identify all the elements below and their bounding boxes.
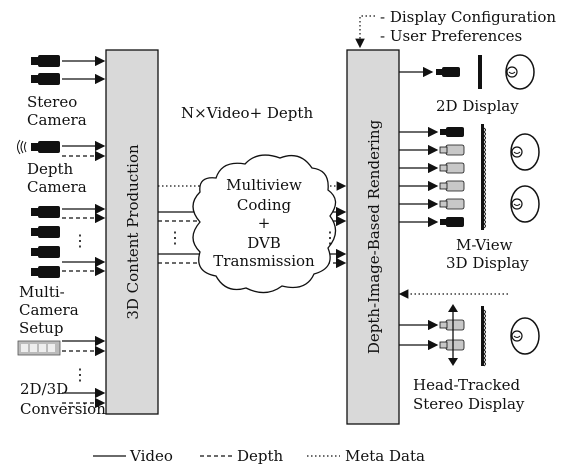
updown-arrow-icon <box>448 304 458 366</box>
depth-camera-icon <box>17 139 60 155</box>
depth-label-1: Depth <box>27 160 74 178</box>
cloud-label-2: Coding <box>237 196 292 214</box>
multi-camera-icon <box>31 206 60 278</box>
viewer-head-icon-mview-2 <box>510 185 540 223</box>
transmission-cloud <box>192 154 337 294</box>
mview-label-1: M-View <box>456 236 513 254</box>
mview-camera-icons <box>439 127 465 227</box>
legend-depth-label: Depth <box>237 447 284 465</box>
head-tracked-label-2: Stereo Display <box>413 395 525 413</box>
stereo-camera-icon <box>31 55 60 85</box>
transport-label: N×Video+ Depth <box>181 104 313 122</box>
legend-video-label: Video <box>129 447 173 465</box>
left-link-ellipsis: ⋮ <box>167 228 183 247</box>
multi-ellipsis: ⋮ <box>72 231 88 250</box>
cloud-label-3: + <box>258 214 271 232</box>
viewer-head-icon-tracked <box>510 317 540 355</box>
multi-label-1: Multi- <box>19 283 65 301</box>
stereo-label-1: Stereo <box>27 93 77 111</box>
head-tracked-label-1: Head-Tracked <box>413 376 521 394</box>
head-tracked-screen <box>481 306 486 367</box>
conversion-ellipsis: ⋮ <box>72 365 88 384</box>
config-item-1: - Display Configuration <box>380 8 556 26</box>
display-2d-screen <box>478 55 482 89</box>
cloud-label-4: DVB <box>247 234 281 252</box>
multi-label-3: Setup <box>19 319 63 337</box>
viewer-head-icon-2d <box>505 54 535 90</box>
config-item-2: - User Preferences <box>380 27 522 45</box>
conversion-label-1: 2D/3D <box>20 380 68 398</box>
config-link <box>355 15 375 49</box>
mview-screen <box>481 124 486 230</box>
mview-label-2: 3D Display <box>446 254 529 272</box>
legend-meta-label: Meta Data <box>345 447 425 465</box>
cloud-label-1: Multiview <box>226 176 302 194</box>
legend: Video Depth Meta Data <box>93 447 425 465</box>
viewer-head-icon-mview-1 <box>510 133 540 171</box>
right-link-ellipsis: ⋮ <box>322 228 338 247</box>
head-tracked-camera-icons <box>439 319 465 351</box>
multi-label-2: Camera <box>19 301 79 319</box>
cloud-label-5: Transmission <box>213 252 315 270</box>
rendering-label: Depth-Image-Based Rendering <box>365 119 383 354</box>
content-production-block <box>105 49 159 415</box>
rendering-block <box>346 49 400 425</box>
display-2d-label: 2D Display <box>436 97 519 115</box>
film-strip-icon <box>17 340 61 356</box>
depth-label-2: Camera <box>27 178 87 196</box>
conversion-label-2: Conversion <box>20 400 106 418</box>
stereo-label-2: Camera <box>27 111 87 129</box>
display-2d-camera-icon <box>436 67 460 77</box>
content-production-label: 3D Content Production <box>124 144 142 320</box>
